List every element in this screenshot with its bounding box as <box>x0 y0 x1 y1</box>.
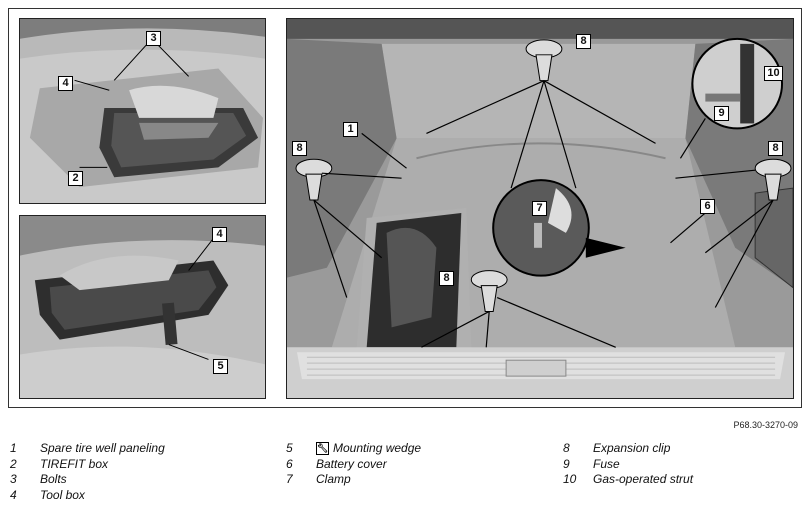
callout-4: 4 <box>212 227 227 242</box>
photo-tirefit-box-art <box>20 19 265 203</box>
legend-item: 5🔧︎Mounting wedge <box>286 441 422 455</box>
callout-10: 10 <box>764 66 783 81</box>
wrench-symbol-icon: 🔧︎ <box>316 442 329 455</box>
photo-tirefit-box: 3 4 2 <box>19 18 266 204</box>
callout-6: 6 <box>700 199 715 214</box>
photo-tool-box-art <box>20 216 265 398</box>
callout-1: 1 <box>343 122 358 137</box>
callout-2: 2 <box>68 171 83 186</box>
callout-7: 7 <box>532 201 547 216</box>
callout-8: 8 <box>292 141 307 156</box>
photo-trunk-overview: 8 1 8 8 10 9 6 7 8 <box>286 18 794 399</box>
callout-8: 8 <box>576 34 591 49</box>
reference-code: P68.30-3270-09 <box>733 420 798 430</box>
callout-5: 5 <box>213 359 228 374</box>
illustration-frame: 3 4 2 4 5 <box>8 8 802 408</box>
photo-tool-box: 4 5 <box>19 215 266 399</box>
callout-9: 9 <box>714 106 729 121</box>
callout-8: 8 <box>768 141 783 156</box>
callout-3: 3 <box>146 31 161 46</box>
callout-8: 8 <box>439 271 454 286</box>
callout-4: 4 <box>58 76 73 91</box>
